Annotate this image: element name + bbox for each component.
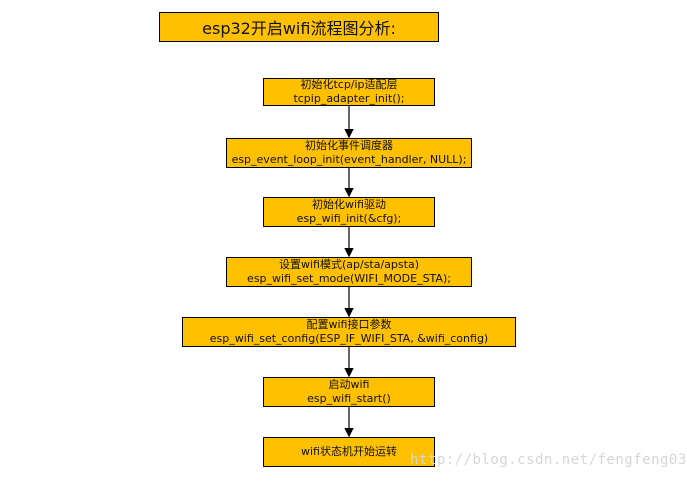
step-label: 配置wifi接口参数 (306, 318, 392, 331)
step-set-config: 配置wifi接口参数 esp_wifi_set_config(ESP_IF_WI… (182, 317, 516, 347)
step-label: 初始化tcp/ip适配层 (300, 78, 398, 91)
step-wifi-start: 启动wifi esp_wifi_start() (263, 377, 435, 407)
step-code: esp_wifi_set_config(ESP_IF_WIFI_STA, &wi… (209, 332, 489, 345)
step-label: wifi状态机开始运转 (301, 445, 397, 458)
step-code: tcpip_adapter_init(); (293, 92, 405, 105)
step-code: esp_event_loop_init(event_handler, NULL)… (231, 153, 467, 166)
watermark: http://blog.csdn.net/fengfeng0328 (410, 452, 687, 468)
step-state-machine: wifi状态机开始运转 (263, 437, 435, 467)
step-label: 初始化事件调度器 (305, 139, 393, 152)
step-label: 启动wifi (328, 378, 370, 391)
step-wifi-init: 初始化wifi驱动 esp_wifi_init(&cfg); (263, 197, 435, 227)
step-code: esp_wifi_set_mode(WIFI_MODE_STA); (247, 272, 451, 285)
step-code: esp_wifi_init(&cfg); (296, 212, 402, 225)
step-tcpip-init: 初始化tcp/ip适配层 tcpip_adapter_init(); (263, 78, 435, 106)
step-label: 初始化wifi驱动 (312, 198, 386, 211)
step-set-mode: 设置wifi模式(ap/sta/apsta) esp_wifi_set_mode… (226, 257, 472, 287)
step-event-loop-init: 初始化事件调度器 esp_event_loop_init(event_handl… (226, 138, 472, 168)
step-label: 设置wifi模式(ap/sta/apsta) (279, 258, 419, 271)
diagram-title: esp32开启wifi流程图分析: (159, 12, 439, 42)
step-code: esp_wifi_start() (307, 392, 391, 405)
